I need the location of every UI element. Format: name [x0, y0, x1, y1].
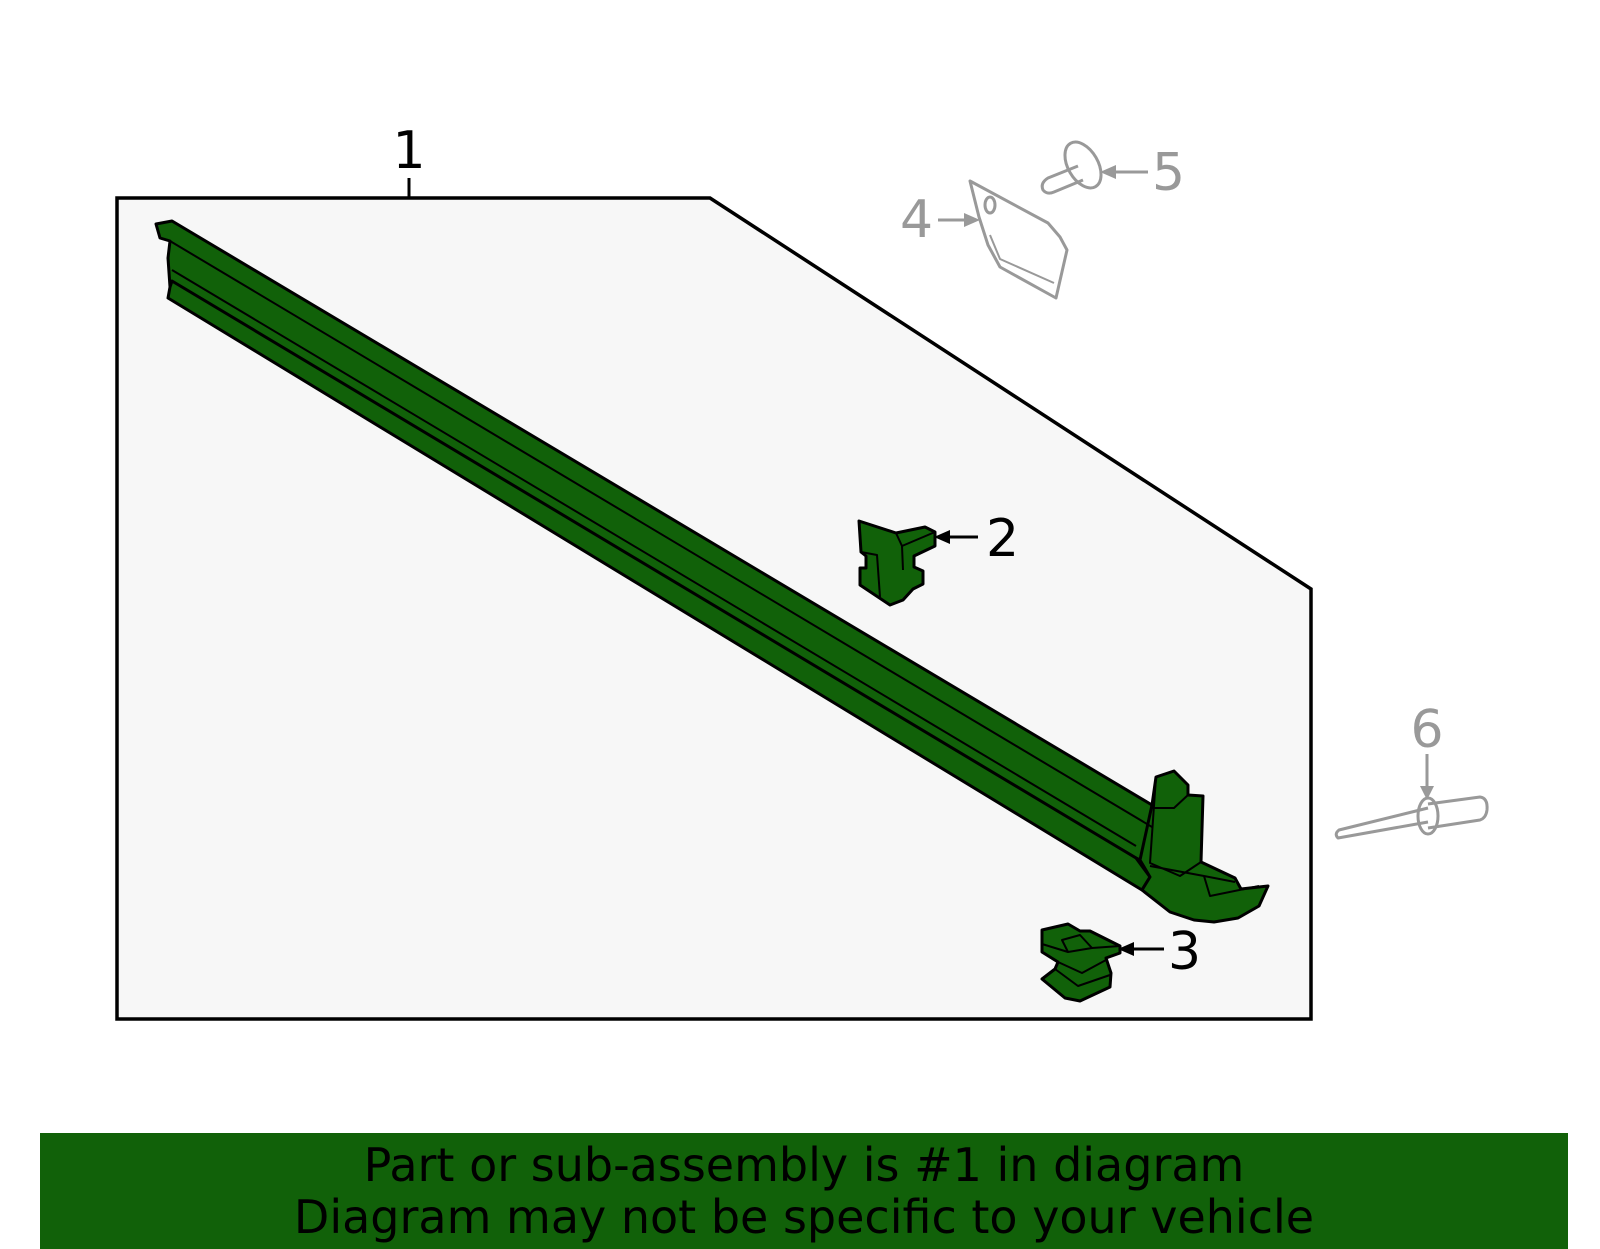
callout-3-arrow: [1118, 942, 1134, 956]
banner-line-2: Diagram may not be specific to your vehi…: [293, 1190, 1315, 1244]
pin-clip-part-5[interactable]: [1040, 136, 1108, 195]
bracket-part-4[interactable]: [968, 179, 1069, 300]
callout-4-arrow: [964, 213, 980, 227]
clip-part-3[interactable]: [1040, 922, 1122, 1003]
callout-5-arrow: [1100, 165, 1116, 179]
callout-6-arrow: [1420, 786, 1434, 800]
rivet-part-6[interactable]: [1334, 795, 1489, 840]
info-banner: Part or sub-assembly is #1 in diagram Di…: [40, 1133, 1568, 1249]
callout-4-label[interactable]: 4: [900, 190, 933, 250]
rocker-molding-part[interactable]: [154, 219, 1270, 924]
banner-line-1: Part or sub-assembly is #1 in diagram: [363, 1138, 1245, 1192]
callout-5-label[interactable]: 5: [1152, 143, 1185, 203]
callout-6-label[interactable]: 6: [1410, 700, 1443, 760]
callout-1-label[interactable]: 1: [392, 121, 425, 181]
callout-3-label[interactable]: 3: [1168, 922, 1201, 982]
callout-2-label[interactable]: 2: [986, 509, 1019, 569]
callout-2-arrow: [934, 530, 950, 544]
clip-part-2[interactable]: [857, 519, 937, 607]
banner-background: [40, 1133, 1568, 1249]
